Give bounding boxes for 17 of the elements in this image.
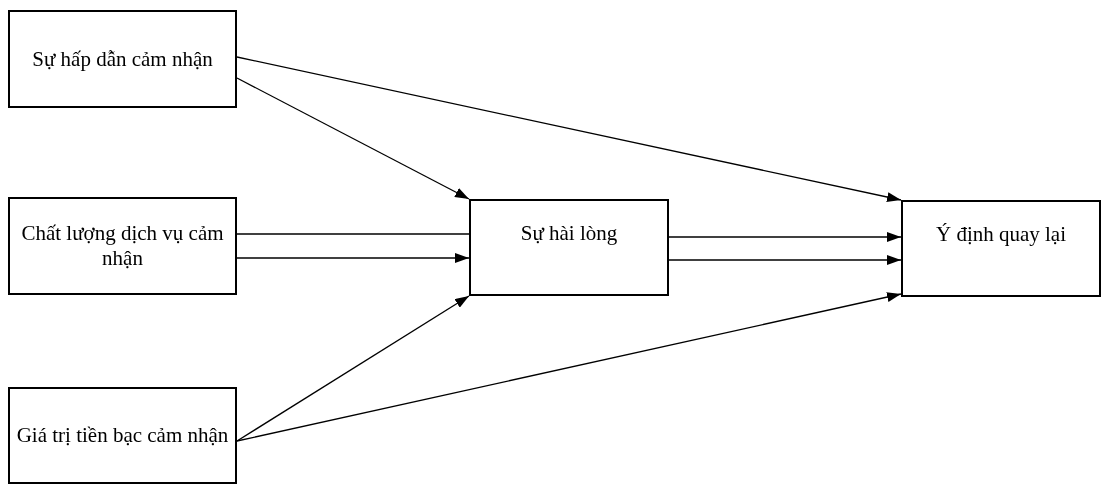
concept-box — [8, 10, 237, 108]
concept-box — [8, 387, 237, 484]
box-label: Giá trị tiền bạc cảm nhận — [16, 423, 229, 448]
arrow — [236, 253, 470, 263]
box-label: Sự hấp dẫn cảm nhận — [32, 46, 213, 72]
concept-box — [8, 197, 237, 295]
arrow — [236, 77, 470, 200]
arrow — [236, 295, 470, 442]
arrow — [668, 232, 902, 242]
concept-box — [469, 199, 669, 296]
arrow — [236, 292, 902, 442]
box-label: Chất lượng dịch vụ cảm nhận — [20, 221, 225, 271]
box-label: Ý định quay lại — [935, 222, 1067, 247]
arrow — [668, 255, 902, 265]
arrow — [236, 56, 902, 202]
concept-box — [901, 200, 1101, 297]
box-label: Sự hài lòng — [520, 221, 618, 246]
